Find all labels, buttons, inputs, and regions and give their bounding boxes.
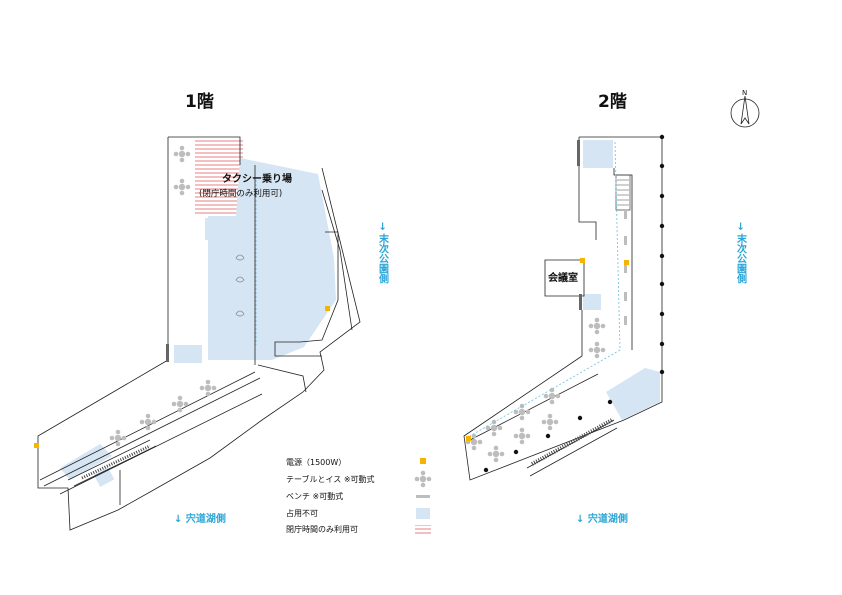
table-chairs-icon bbox=[173, 145, 191, 163]
no-use-area-small bbox=[174, 345, 202, 363]
legend-label-outlet: 電源（1500W） bbox=[286, 458, 346, 467]
legend-label-tables: テーブルとイス ※可動式 bbox=[286, 474, 375, 484]
legend-label-closed-hours: 閉庁時間のみ利用可 bbox=[286, 524, 358, 534]
no-use-area-2f-top bbox=[583, 140, 613, 168]
taxi-stand-label: タクシー乗り場 bbox=[222, 172, 292, 185]
table-chairs-icon bbox=[588, 317, 606, 335]
taxi-seat-icons bbox=[235, 254, 245, 317]
legend-label-no-use: 占用不可 bbox=[286, 508, 318, 518]
bench-icons bbox=[624, 210, 627, 325]
direction-south-1f: ↓ 宍道湖側 bbox=[174, 512, 226, 525]
floor-2-outline bbox=[463, 136, 663, 481]
table-chairs-icon bbox=[199, 379, 217, 397]
legend: 電源（1500W） テーブルとイス ※可動式 ベンチ ※可動式 占用不可 閉庁時… bbox=[286, 458, 432, 535]
legend-label-bench: ベンチ ※可動式 bbox=[286, 491, 343, 501]
door-marker bbox=[166, 344, 169, 362]
table-chairs-icon bbox=[588, 341, 606, 359]
table-chairs-icon bbox=[139, 413, 157, 431]
no-use-area-main bbox=[208, 158, 336, 360]
floor-2-title: 2階 bbox=[598, 92, 627, 112]
power-outlet-icon bbox=[624, 260, 629, 265]
direction-east-1f: → 末次公園側 bbox=[377, 222, 390, 285]
table-chairs-icon bbox=[543, 387, 561, 405]
no-use-area-2f-corner bbox=[606, 368, 660, 420]
bench-icon bbox=[416, 495, 430, 498]
table-chairs-icon bbox=[173, 178, 191, 196]
taxi-stand-note: (閉庁時間のみ利用可) bbox=[199, 188, 282, 199]
stair-band-1f bbox=[67, 439, 157, 487]
power-outlet-icon bbox=[420, 458, 426, 464]
no-use-area-bar bbox=[205, 218, 257, 240]
table-chairs-icon bbox=[414, 470, 432, 488]
floor-1-top-wall bbox=[168, 136, 241, 165]
floor-2-plan: 2階 bbox=[463, 92, 748, 525]
power-outlet-icon bbox=[466, 436, 471, 441]
floor-1-outline bbox=[37, 137, 361, 531]
power-outlet-icon bbox=[34, 443, 39, 448]
no-use-area-2f-mid bbox=[583, 294, 601, 310]
direction-south-2f: ↓ 宍道湖側 bbox=[576, 512, 628, 525]
direction-east-2f: → 末次公園側 bbox=[735, 222, 748, 285]
closed-hours-only-icon bbox=[415, 525, 431, 535]
closed-hours-area bbox=[195, 138, 243, 216]
table-chairs-icon bbox=[513, 427, 531, 445]
floor-1-plan: 1階 bbox=[34, 92, 390, 531]
power-outlet-icon bbox=[580, 258, 585, 263]
compass-north-label: N bbox=[742, 89, 747, 97]
pillar-dots bbox=[483, 134, 665, 473]
compass-icon: N bbox=[730, 89, 760, 128]
no-use-area-sw2 bbox=[93, 467, 115, 487]
table-chairs-icon bbox=[487, 445, 505, 463]
meeting-room-label: 会議室 bbox=[548, 271, 578, 284]
table-chairs-icon bbox=[541, 413, 559, 431]
no-use-area-icon bbox=[416, 508, 430, 519]
power-outlet-icon bbox=[325, 306, 330, 311]
no-use-area-sw bbox=[60, 444, 112, 480]
stair-band-2f bbox=[531, 174, 631, 466]
meeting-room-box bbox=[544, 259, 585, 297]
route-line-2f bbox=[469, 141, 621, 437]
table-chairs-icon bbox=[171, 395, 189, 413]
floor-1-title: 1階 bbox=[185, 92, 214, 112]
